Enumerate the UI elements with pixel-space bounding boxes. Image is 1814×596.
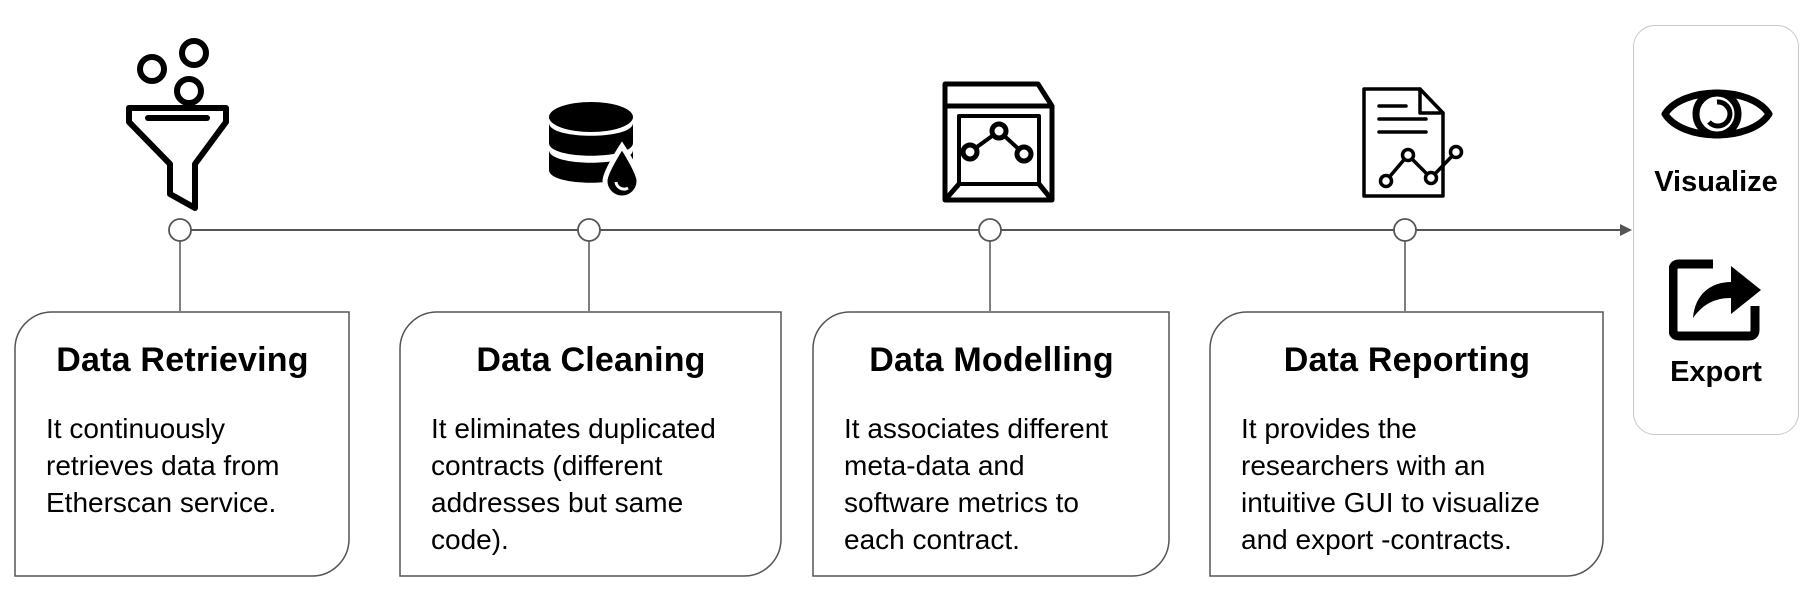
- card-frame: [399, 311, 782, 577]
- funnel-icon: [126, 38, 229, 211]
- description-line: researchers with an: [1241, 450, 1486, 481]
- stage-title: Data Modelling: [869, 341, 1114, 379]
- stage-card-retrieving: Data Retrieving It continuously retrieve…: [14, 311, 351, 577]
- stage-title: Data Cleaning: [476, 341, 706, 379]
- stage-description: It associates different meta-data and so…: [844, 410, 1153, 558]
- description-line: code).: [431, 524, 509, 555]
- card-frame: [1209, 311, 1604, 577]
- description-line: Etherscan service.: [46, 487, 277, 518]
- description-line: meta-data and: [844, 450, 1025, 481]
- description-line: addresses but same: [431, 487, 684, 518]
- stage-description: It provides the researchers with an intu…: [1241, 410, 1587, 558]
- export-label: Export: [1670, 356, 1762, 388]
- description-line: It provides the: [1241, 413, 1417, 444]
- description-line: software metrics to: [844, 487, 1079, 518]
- description-line: It eliminates duplicated: [431, 413, 716, 444]
- description-line: contracts (different: [431, 450, 663, 481]
- stage-description: It eliminates duplicated contracts (diff…: [431, 410, 765, 558]
- description-line: It continuously: [46, 413, 225, 444]
- description-line: each contract.: [844, 524, 1020, 555]
- report-document-icon: [1362, 87, 1464, 198]
- timeline-node: [978, 218, 1002, 242]
- card-frame: [812, 311, 1170, 577]
- output-panel: Visualize Export: [1633, 25, 1799, 435]
- stage-title: Data Retrieving: [56, 341, 309, 379]
- database-drop-icon: [549, 102, 642, 201]
- description-line: and export -contracts.: [1241, 524, 1512, 555]
- description-line: It associates different: [844, 413, 1109, 444]
- stage-card-reporting: Data Reporting It provides the researche…: [1209, 311, 1605, 577]
- timeline-node: [577, 218, 601, 242]
- stage-card-cleaning: Data Cleaning It eliminates duplicated c…: [399, 311, 783, 577]
- card-frame: [14, 311, 350, 577]
- stage-description: It continuously retrieves data from Ethe…: [46, 410, 333, 521]
- timeline-node: [168, 218, 192, 242]
- description-line: retrieves data from: [46, 450, 280, 481]
- stage-card-modelling: Data Modelling It associates different m…: [812, 311, 1171, 577]
- export-share-icon: [1669, 259, 1761, 341]
- model-box-icon: [942, 81, 1055, 203]
- eye-icon: [1661, 89, 1773, 139]
- visualize-label: Visualize: [1654, 166, 1778, 198]
- stage-title: Data Reporting: [1283, 341, 1531, 379]
- description-line: intuitive GUI to visualize: [1241, 487, 1540, 518]
- timeline-node: [1393, 218, 1417, 242]
